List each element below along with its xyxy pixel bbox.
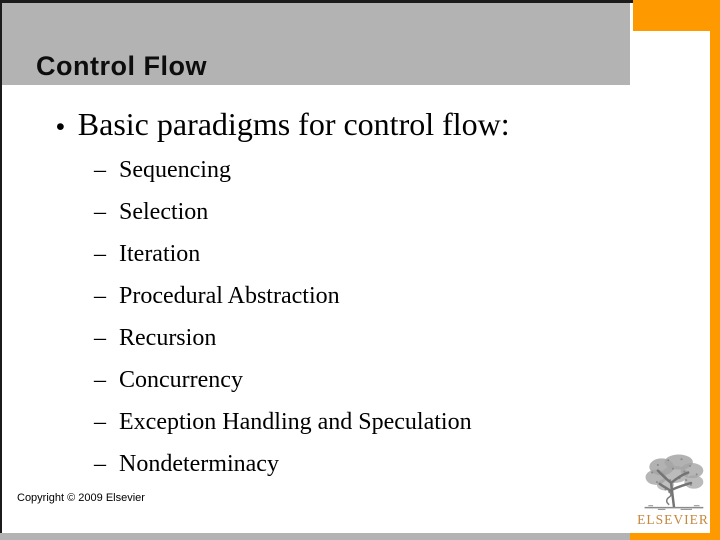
sub-bullet-item: –Nondeterminacy — [94, 443, 472, 485]
dash-marker: – — [94, 409, 106, 435]
accent-strip-right — [710, 31, 720, 540]
sub-bullet-label: Nondeterminacy — [119, 451, 279, 477]
dash-marker: – — [94, 367, 106, 393]
copyright-note: Copyright © 2009 Elsevier — [17, 492, 145, 504]
bullet-text: Basic paradigms for control flow: — [77, 106, 510, 142]
sub-bullet-label: Selection — [119, 199, 209, 225]
sub-bullet-item: –Procedural Abstraction — [94, 275, 472, 317]
elsevier-tree-icon — [644, 454, 704, 511]
sub-bullet-item: –Concurrency — [94, 359, 472, 401]
bullet-marker: • — [56, 113, 65, 141]
sub-bullet-item: –Recursion — [94, 317, 472, 359]
dash-marker: – — [94, 199, 106, 225]
sub-bullet-label: Recursion — [119, 325, 217, 351]
bullet-line: • Basic paradigms for control flow: — [56, 106, 510, 145]
sub-bullet-label: Iteration — [119, 241, 201, 267]
sub-bullet-item: –Selection — [94, 191, 472, 233]
dash-marker: – — [94, 283, 106, 309]
accent-block-top-right — [633, 0, 720, 31]
footer-strip-gray — [0, 533, 630, 540]
sub-bullet-item: –Exception Handling and Speculation — [94, 401, 472, 443]
sub-bullet-item: –Sequencing — [94, 149, 472, 191]
dash-marker: – — [94, 451, 106, 477]
dash-marker: – — [94, 325, 106, 351]
slide-title: Control Flow — [36, 51, 207, 81]
dash-marker: – — [94, 157, 106, 183]
title-bar: Control Flow — [2, 3, 630, 85]
sub-bullet-label: Concurrency — [119, 367, 243, 393]
slide-left-border — [0, 0, 2, 533]
sub-bullet-item: –Iteration — [94, 233, 472, 275]
slide-top-border — [0, 0, 634, 3]
sub-bullet-label: Procedural Abstraction — [119, 283, 340, 309]
elsevier-logo: ELSEVIER — [631, 451, 715, 527]
elsevier-wordmark: ELSEVIER — [637, 512, 709, 527]
sub-bullet-list: –Sequencing –Selection –Iteration –Proce… — [94, 149, 472, 485]
footer-strip-orange — [630, 533, 720, 540]
sub-bullet-label: Sequencing — [119, 157, 231, 183]
sub-bullet-label: Exception Handling and Speculation — [119, 409, 472, 435]
dash-marker: – — [94, 241, 106, 267]
